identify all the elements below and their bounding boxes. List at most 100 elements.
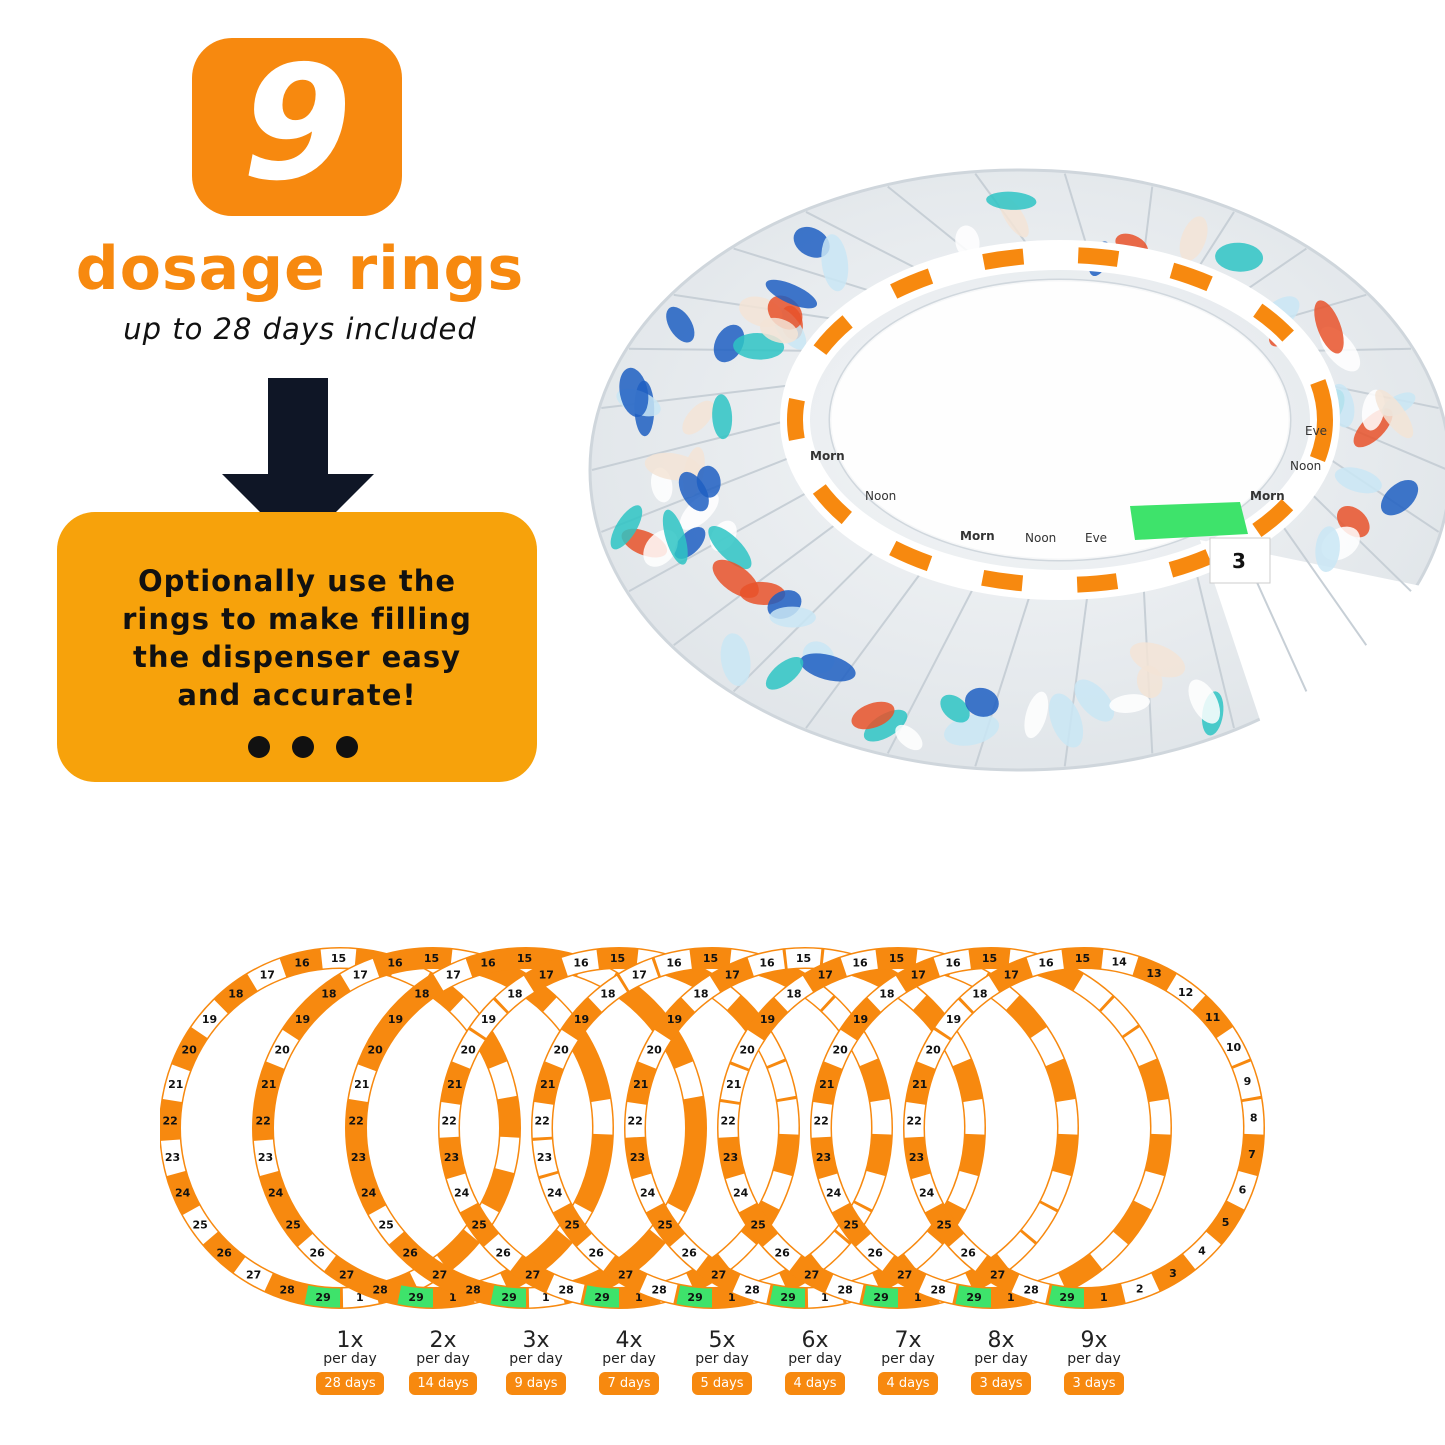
ring-day-number: 28	[372, 1284, 387, 1297]
ring-segment	[433, 958, 473, 991]
ring-day-number: 19	[760, 1013, 775, 1026]
legend-per-day: per day	[788, 1351, 842, 1367]
ring-day-number: 16	[1038, 956, 1054, 969]
ring-segment-start	[490, 1285, 527, 1308]
ring-segment	[918, 1274, 957, 1304]
legend-multiplier: 1x	[336, 1328, 364, 1353]
ring-segment	[675, 1061, 703, 1100]
ring-day-number: 5	[1222, 1216, 1230, 1229]
ring-day-number: 27	[897, 1268, 912, 1281]
ring-day-number: 16	[759, 956, 775, 969]
ring-segment	[854, 1170, 885, 1210]
ring-segment	[904, 1102, 926, 1138]
ring-day-number: 29	[408, 1291, 423, 1304]
ring-day-number: 23	[444, 1151, 459, 1164]
legend-multiplier: 5x	[708, 1328, 736, 1353]
ring-day-number: 24	[640, 1186, 656, 1199]
pill	[712, 559, 759, 598]
ring-day-number: 25	[564, 1219, 579, 1232]
number-badge: 9	[192, 38, 402, 216]
ring-segment	[1133, 1170, 1164, 1210]
pill	[1188, 679, 1221, 724]
ring-day-number: 21	[633, 1078, 648, 1091]
pill	[1375, 389, 1414, 439]
ring-day-number: 1	[914, 1291, 922, 1304]
ring-segment	[949, 1233, 988, 1271]
pill	[821, 234, 849, 292]
pill	[1024, 691, 1049, 739]
callout-line: and accurate!	[177, 678, 417, 712]
ring-day-number: 28	[651, 1284, 666, 1297]
ring-day-number: 26	[310, 1246, 326, 1259]
callout-line: the dispenser easy	[132, 640, 462, 674]
badge-number: 9	[242, 32, 352, 216]
ring-day-number: 1	[356, 1291, 364, 1304]
ring-day-number: 19	[574, 1013, 589, 1026]
ring-segment	[625, 1102, 647, 1138]
legend-item: 1x per day 28 days	[310, 1330, 390, 1395]
ring-segment	[1026, 949, 1065, 976]
ring-segment	[997, 1231, 1035, 1269]
legend-item: 5x per day 5 days	[682, 1330, 762, 1395]
ring-day-number: 4	[1198, 1244, 1206, 1257]
legend-days-badge: 4 days	[878, 1372, 938, 1395]
ring-day-number: 27	[246, 1268, 261, 1281]
ring-day-number: 25	[471, 1219, 486, 1232]
ring-day-number: 21	[354, 1078, 369, 1091]
ring-segment	[545, 1029, 578, 1069]
ring-segment	[532, 1102, 554, 1138]
ring-day-number: 21	[447, 1078, 462, 1091]
slot-number: 3	[1232, 549, 1246, 573]
legend-per-day: per day	[1067, 1351, 1121, 1367]
ring-day-number: 23	[909, 1151, 924, 1164]
legend-per-day: per day	[416, 1351, 470, 1367]
legend-item: 9x per day 3 days	[1054, 1330, 1134, 1395]
legend-per-day: per day	[509, 1351, 563, 1367]
ring-day-number: 25	[378, 1219, 393, 1232]
ring-day-number: 20	[367, 1044, 383, 1057]
legend-days-badge: 3 days	[971, 1372, 1031, 1395]
pill	[765, 656, 804, 690]
ring-day-number: 28	[465, 1284, 480, 1297]
ring-segment	[811, 1102, 833, 1138]
ring-day-number: 11	[1205, 1011, 1220, 1024]
compartment-divider	[1194, 566, 1235, 729]
pill	[682, 400, 715, 435]
ring-day-number: 24	[175, 1186, 191, 1199]
ring-day-number: 18	[507, 988, 522, 1001]
pill	[800, 653, 856, 682]
ring-day-number: 1	[821, 1291, 829, 1304]
ring-segment	[960, 975, 1000, 1012]
ring-label: Eve	[1085, 531, 1107, 545]
ring-day-number: 27	[804, 1268, 819, 1281]
ring-segment	[867, 975, 907, 1012]
legend-item: 6x per day 4 days	[775, 1330, 855, 1395]
ring-day-number: 17	[260, 968, 275, 981]
ring-segment	[247, 958, 287, 991]
ring-day-number: 14	[1111, 956, 1127, 969]
ring-day-number: 18	[414, 988, 429, 1001]
ring-day-number: 18	[321, 988, 336, 1001]
ring-day-number: 25	[657, 1219, 672, 1232]
ring-day-number: 29	[501, 1291, 516, 1304]
ring-day-number: 26	[682, 1246, 698, 1259]
pill	[619, 367, 649, 417]
ring-segment	[546, 1274, 585, 1304]
ring-segment	[191, 999, 228, 1039]
ring-day-number: 23	[630, 1151, 645, 1164]
legend-per-day: per day	[695, 1351, 749, 1367]
ring-segment	[1011, 1274, 1050, 1304]
ring-segment	[718, 1231, 756, 1269]
ring-day-number: 18	[879, 988, 894, 1001]
ring-day-number: 29	[966, 1291, 981, 1304]
ring-day-number: 12	[1178, 986, 1193, 999]
ring-day-number: 13	[1146, 967, 1161, 980]
ring-day-number: 16	[666, 956, 682, 969]
pill	[1314, 300, 1344, 354]
ring-day-number: 22	[814, 1114, 829, 1127]
ring-day-number: 29	[687, 1291, 702, 1304]
ring-day-number: 16	[387, 956, 403, 969]
ring-day-number: 17	[818, 968, 833, 981]
ring-day-number: 21	[912, 1078, 927, 1091]
